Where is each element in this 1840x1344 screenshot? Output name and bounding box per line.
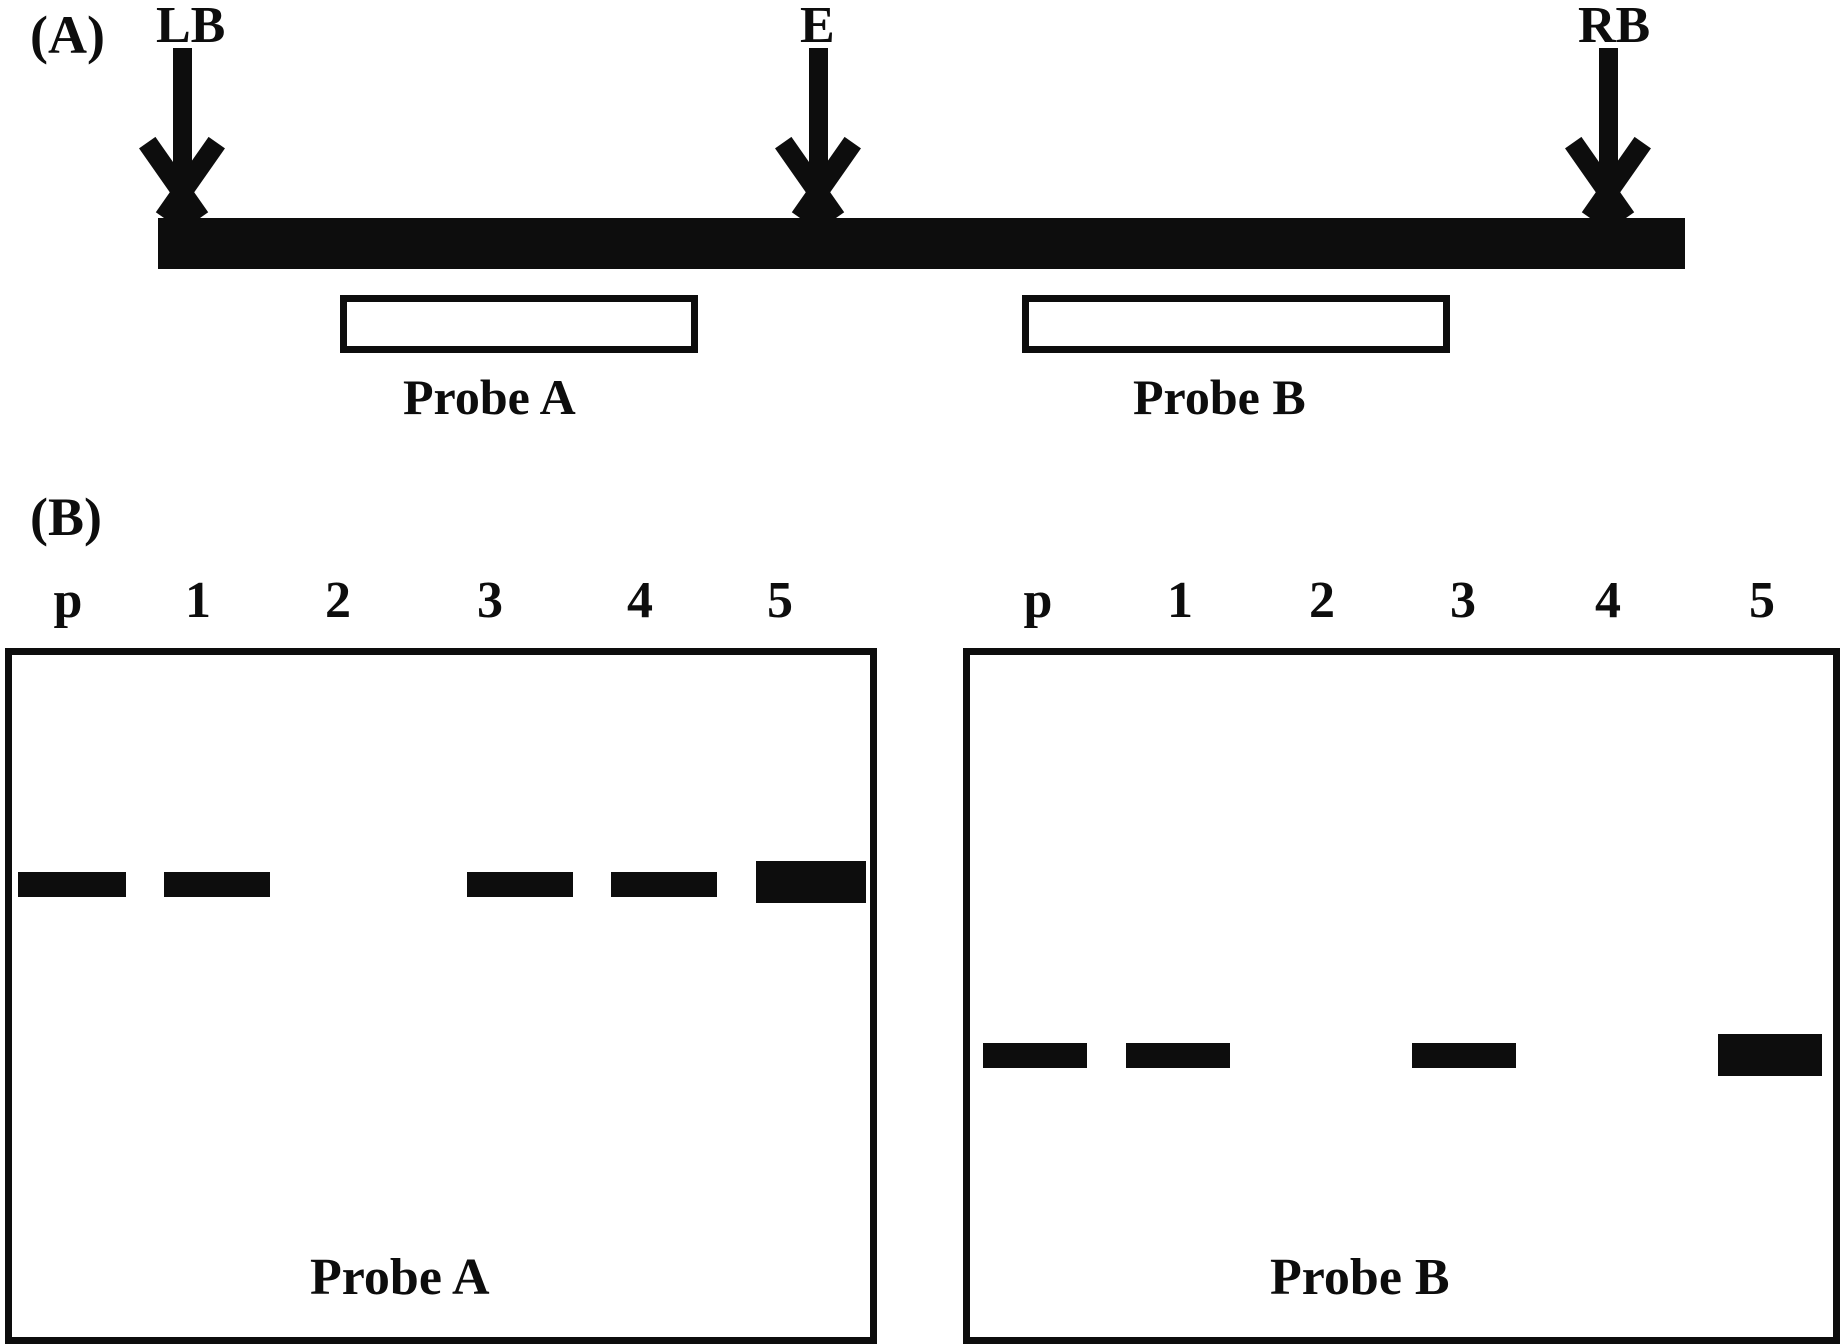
gel-b-band-lane-3 [1412,1043,1516,1068]
gel-a-band-lane-5 [756,861,866,903]
gel-b-lane-label-5: 5 [1749,572,1775,629]
gel-a-lane-label-4: 4 [627,572,653,629]
panel-b-letter: (B) [30,487,102,547]
panel-a-letter: (A) [30,5,105,65]
gel-a-band-lane-p [18,872,126,897]
arrow-e-icon [775,48,861,224]
gel-probe-b [963,648,1840,1344]
tdna-bar [158,218,1685,269]
probe-a-box [340,295,698,353]
gel-probe-a [5,648,877,1344]
gel-a-lane-label-2: 2 [325,572,351,629]
gel-a-lane-label-3: 3 [477,572,503,629]
gel-a-band-lane-1 [164,872,270,897]
gel-a-band-lane-3 [467,872,573,897]
gel-b-lane-label-4: 4 [1595,572,1621,629]
gel-a-caption: Probe A [310,1249,490,1306]
gel-b-band-lane-5 [1718,1034,1822,1076]
gel-a-lane-label-p: p [53,572,83,629]
gel-b-lane-label-p: p [1023,572,1053,629]
gel-a-lane-label-5: 5 [767,572,793,629]
site-label-e: E [800,0,835,54]
site-label-rb: RB [1578,0,1651,54]
gel-b-lane-label-1: 1 [1167,572,1193,629]
probe-a-caption: Probe A [403,369,576,425]
gel-a-lane-label-1: 1 [185,572,211,629]
gel-b-lane-label-3: 3 [1450,572,1476,629]
gel-b-caption: Probe B [1270,1249,1450,1306]
gel-a-band-lane-4 [611,872,717,897]
probe-b-box [1022,295,1450,353]
gel-b-lane-label-2: 2 [1309,572,1335,629]
probe-b-caption: Probe B [1133,369,1306,425]
arrow-lb-icon [139,48,225,224]
gel-b-band-lane-p [983,1043,1087,1068]
site-label-lb: LB [156,0,226,54]
arrow-rb-icon [1565,48,1651,224]
gel-b-band-lane-1 [1126,1043,1230,1068]
